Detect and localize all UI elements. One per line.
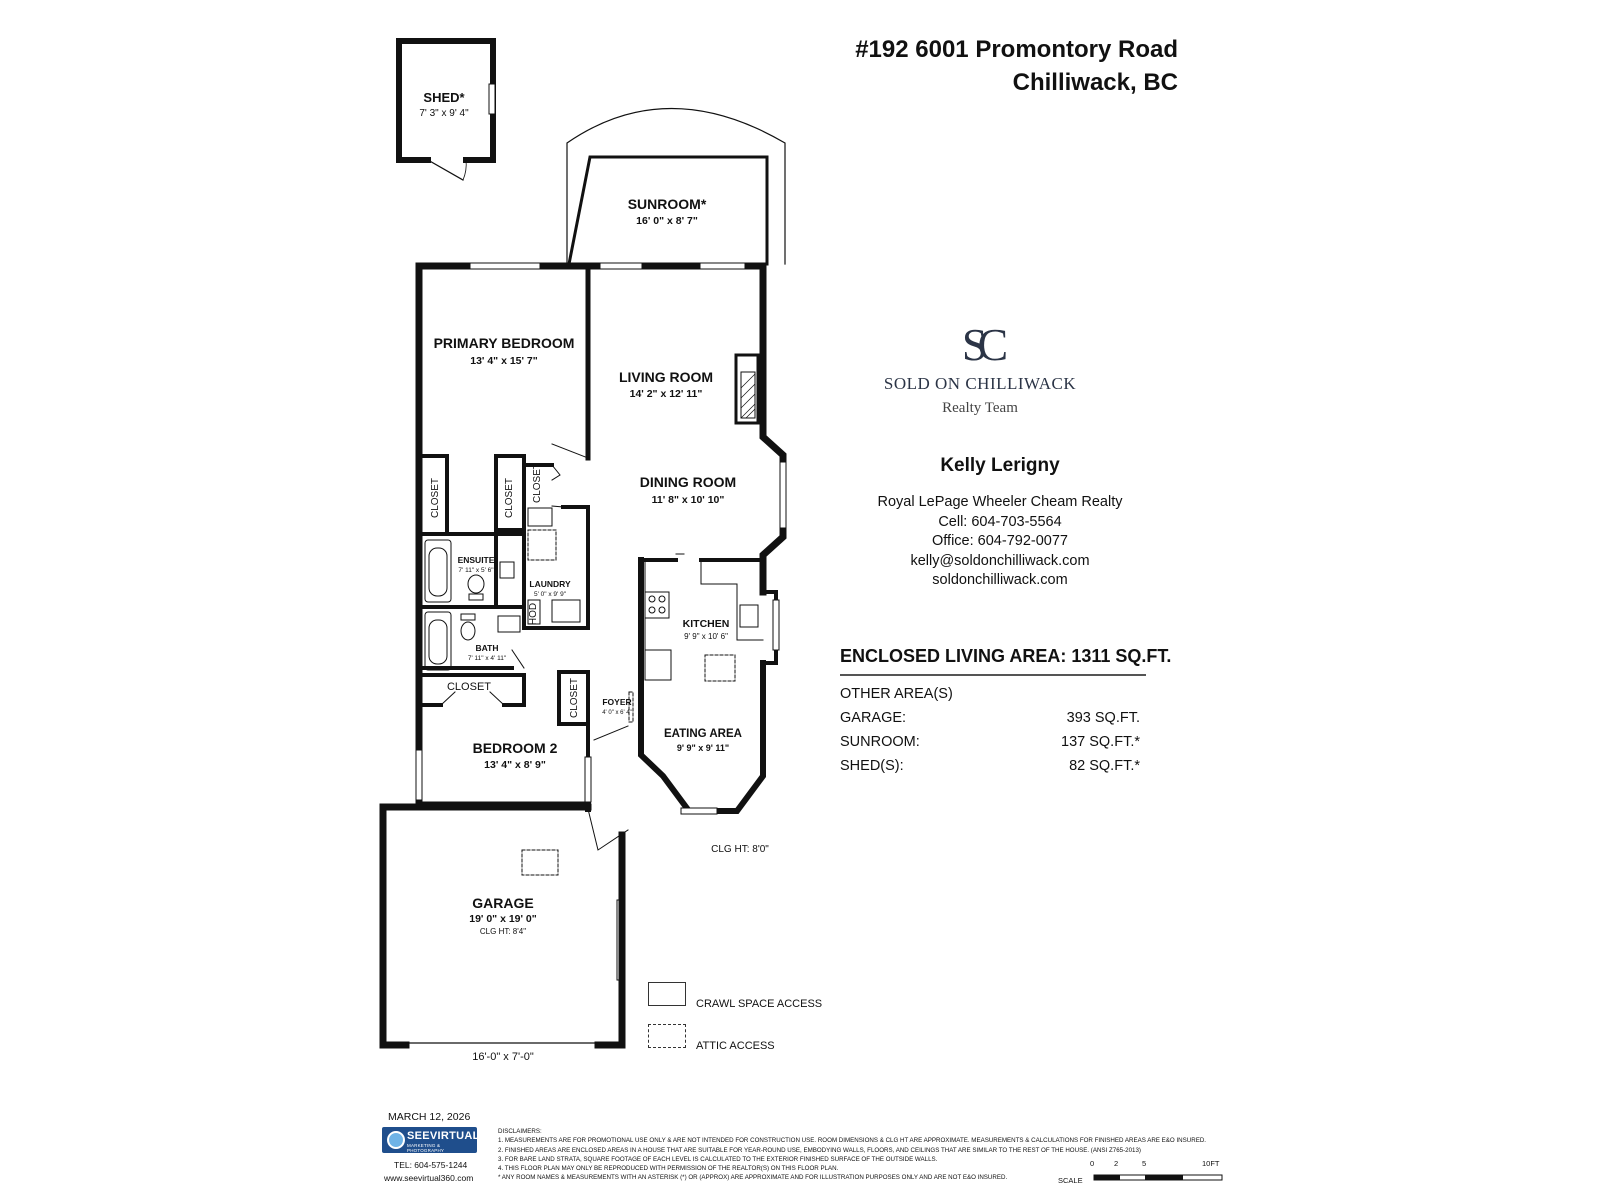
closet-label: CLOSET bbox=[569, 678, 580, 718]
footer-tel: TEL: 604-575-1244 bbox=[394, 1160, 468, 1170]
footer-website[interactable]: www.seevirtual360.com bbox=[384, 1173, 474, 1183]
garage-ceiling: CLG HT: 8'4" bbox=[480, 927, 526, 936]
agent-name: Kelly Lerigny bbox=[940, 455, 1060, 476]
closet-label: CLOSET bbox=[447, 681, 491, 693]
area-value: 82 SQ.FT.* bbox=[1069, 758, 1140, 774]
dining-room-name: DINING ROOM bbox=[640, 474, 736, 490]
monogram-logo: SC bbox=[961, 319, 1008, 370]
bedroom-2-name: BEDROOM 2 bbox=[473, 740, 558, 756]
kitchen-fixtures bbox=[644, 553, 764, 682]
disclaimers-title: DISCLAIMERS: bbox=[498, 1128, 542, 1135]
scale-tick: 10FT bbox=[1202, 1159, 1220, 1168]
foyer-name: FOYER bbox=[602, 697, 631, 707]
bath-dim: 7' 11" x 4' 11" bbox=[468, 655, 507, 662]
bath-fixtures bbox=[424, 507, 581, 671]
crawl-space-legend-label: CRAWL SPACE ACCESS bbox=[696, 998, 823, 1010]
scale-tick: 0 bbox=[1090, 1159, 1095, 1168]
scale-ticks: 0 2 5 10FT bbox=[1090, 1159, 1220, 1169]
ensuite-dim: 7' 11" x 5' 6" bbox=[458, 567, 494, 574]
garage-walls bbox=[379, 803, 626, 1049]
kitchen-dim: 9' 9" x 10' 6" bbox=[684, 632, 728, 641]
kitchen-name: KITCHEN bbox=[683, 618, 730, 630]
area-label: SHED(S): bbox=[840, 758, 904, 774]
sunroom-walls bbox=[566, 107, 786, 266]
disclaimer-line: 1. MEASUREMENTS ARE FOR PROMOTIONAL USE … bbox=[498, 1137, 1207, 1145]
house-walls bbox=[415, 262, 787, 814]
disclaimer-line: 4. THIS FLOOR PLAN MAY ONLY BE REPRODUCE… bbox=[498, 1165, 839, 1173]
hod-label: HOD bbox=[528, 603, 539, 625]
area-label: SUNROOM: bbox=[840, 734, 920, 750]
closet-label: CLOSET bbox=[532, 463, 543, 503]
scale-bar bbox=[1093, 1174, 1223, 1181]
closet-label: CLOSET bbox=[430, 478, 441, 518]
brand-subtitle: Realty Team bbox=[942, 400, 1018, 416]
enclosed-area-heading: ENCLOSED LIVING AREA: 1311 SQ.FT. bbox=[840, 646, 1171, 676]
eating-area-name: EATING AREA bbox=[664, 728, 742, 740]
agent-brokerage: Royal LePage Wheeler Cheam Realty bbox=[877, 494, 1123, 510]
ensuite-name: ENSUITE bbox=[458, 555, 495, 565]
shed-dim: 7' 3" x 9' 4" bbox=[419, 108, 469, 119]
scale-label: SCALE bbox=[1058, 1176, 1083, 1185]
disclaimers: DISCLAIMERS: 1. MEASUREMENTS ARE FOR PRO… bbox=[498, 1127, 1218, 1183]
sunroom-name: SUNROOM* bbox=[628, 196, 707, 212]
address-line-1: #192 6001 Promontory Road bbox=[855, 36, 1178, 63]
swirl-icon bbox=[387, 1131, 405, 1149]
agent-website[interactable]: soldonchilliwack.com bbox=[932, 572, 1068, 588]
brand-name: SOLD ON CHILLIWACK bbox=[883, 374, 1077, 393]
garage-door-dim: 16'-0" x 7'-0" bbox=[472, 1051, 534, 1063]
sunroom-dim: 16' 0" x 8' 7" bbox=[636, 215, 698, 227]
agent-email[interactable]: kelly@soldonchilliwack.com bbox=[910, 552, 1090, 569]
seevirtual-logo: SEEVIRTUAL MARKETING & PHOTOGRAPHY bbox=[382, 1127, 480, 1153]
agent-cell: Cell: 604-703-5564 bbox=[938, 513, 1062, 530]
disclaimer-line: 3. FOR BARE LAND STRATA, SQUARE FOOTAGE … bbox=[498, 1155, 938, 1163]
logo-brand: SEEVIRTUAL bbox=[407, 1130, 480, 1142]
scale-tick: 2 bbox=[1114, 1159, 1119, 1168]
scale-tick: 5 bbox=[1142, 1159, 1147, 1168]
disclaimer-line: 2. FINISHED AREAS ARE ENCLOSED AREAS IN … bbox=[498, 1146, 1141, 1154]
plan-date: MARCH 12, 2026 bbox=[388, 1111, 471, 1123]
agent-contact: Kelly Lerigny Royal LePage Wheeler Cheam… bbox=[840, 455, 1160, 591]
closet-label: CLOSET bbox=[504, 478, 515, 518]
windows bbox=[415, 262, 787, 981]
attic-access-legend-label: ATTIC ACCESS bbox=[696, 1040, 775, 1052]
garage-dim: 19' 0" x 19' 0" bbox=[469, 913, 537, 925]
disclaimer-line: * ANY ROOM NAMES & MEASUREMENTS WITH AN … bbox=[498, 1174, 1008, 1182]
laundry-dim: 5' 0" x 9' 9" bbox=[534, 591, 567, 598]
living-room-name: LIVING ROOM bbox=[619, 369, 713, 385]
attic-access-legend-icon bbox=[648, 1024, 686, 1048]
logo-tagline: MARKETING & PHOTOGRAPHY bbox=[407, 1143, 445, 1153]
garage-name: GARAGE bbox=[472, 895, 533, 911]
crawl-space-legend-icon bbox=[648, 982, 686, 1006]
area-label: GARAGE: bbox=[840, 710, 907, 726]
area-value: 393 SQ.FT. bbox=[1066, 710, 1140, 726]
other-areas-label: OTHER AREA(S) bbox=[840, 686, 953, 702]
bedroom-2-dim: 13' 4" x 8' 9" bbox=[484, 759, 546, 771]
living-room-dim: 14' 2" x 12' 11" bbox=[630, 388, 703, 400]
agent-office: Office: 604-792-0077 bbox=[932, 533, 1068, 549]
fireplace-icon bbox=[734, 353, 760, 425]
primary-bedroom-dim: 13' 4" x 15' 7" bbox=[470, 355, 538, 367]
ceiling-height: CLG HT: 8'0" bbox=[711, 844, 769, 855]
primary-bedroom-name: PRIMARY BEDROOM bbox=[434, 335, 575, 351]
shed-name: SHED* bbox=[423, 90, 465, 105]
door-swings bbox=[440, 443, 629, 851]
area-value: 137 SQ.FT.* bbox=[1061, 734, 1140, 750]
bath-name: BATH bbox=[476, 643, 499, 653]
brand-logo: SC SOLD ON CHILLIWACK Realty Team bbox=[880, 320, 1080, 417]
laundry-name: LAUNDRY bbox=[529, 579, 571, 589]
dining-room-dim: 11' 8" x 10' 10" bbox=[652, 494, 725, 506]
shed-walls bbox=[396, 38, 496, 181]
address-line-2: Chilliwack, BC bbox=[1012, 69, 1178, 96]
foyer-dim: 4' 0" x 6' 4" bbox=[602, 710, 632, 716]
eating-area-dim: 9' 9" x 9' 11" bbox=[677, 743, 729, 753]
